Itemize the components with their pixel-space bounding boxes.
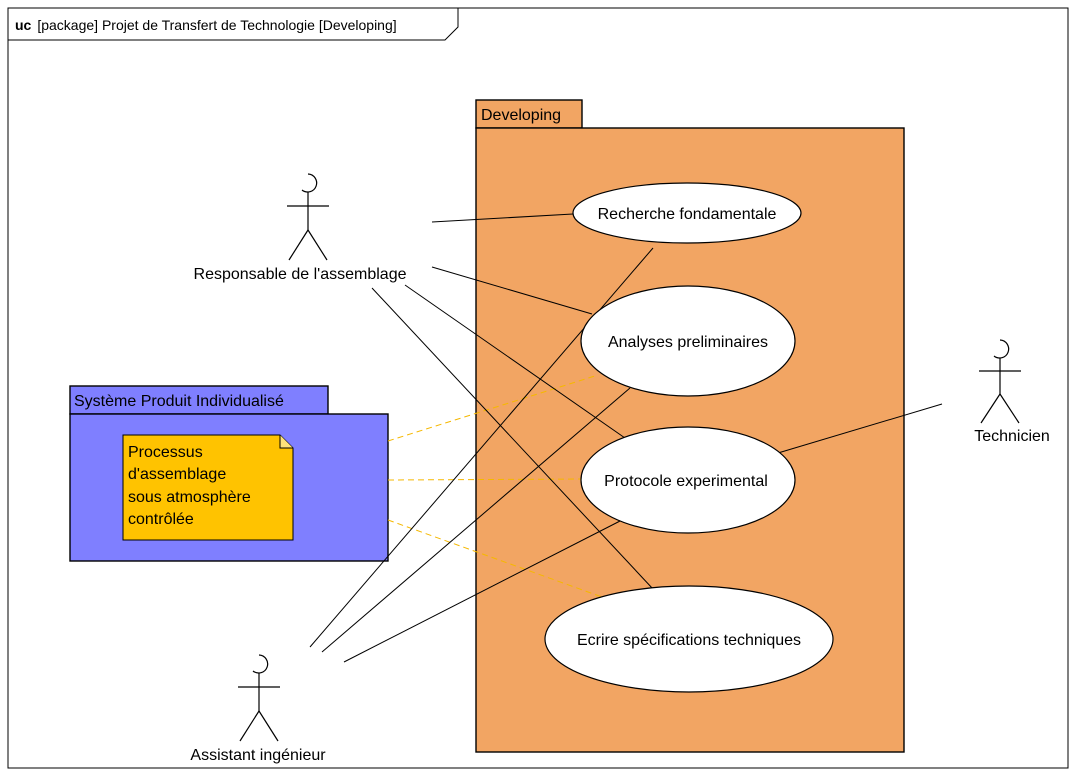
actor-technicien-label: Technicien bbox=[974, 428, 1050, 445]
dependency-link-protocole bbox=[387, 478, 586, 481]
association-responsable-protocole bbox=[404, 284, 626, 439]
note-line: d'assemblage bbox=[128, 466, 226, 483]
note-line: Processus bbox=[128, 444, 203, 461]
actor-head-icon bbox=[301, 173, 318, 193]
dependency-link-ecrire bbox=[387, 519, 603, 598]
frame-title: uc [package] Projet de Transfert de Techn… bbox=[15, 17, 397, 33]
actor-leg-right bbox=[307, 229, 328, 261]
association-responsable-recherche bbox=[431, 213, 574, 223]
frame-title-tab bbox=[8, 8, 459, 41]
note-fold-corner bbox=[279, 435, 293, 449]
note-element[interactable] bbox=[122, 434, 294, 541]
use-case-protocole-label: Protocole experimental bbox=[604, 473, 768, 490]
use-case-ecrire-label: Ecrire spécifications techniques bbox=[577, 632, 801, 649]
note-line: contrôlée bbox=[128, 511, 194, 528]
association-assistant-analyses bbox=[321, 387, 631, 653]
frame-keyword: uc bbox=[15, 17, 32, 33]
developing-package-label: Developing bbox=[481, 107, 561, 124]
use-case-ecrire[interactable] bbox=[544, 585, 834, 693]
use-case-protocole[interactable] bbox=[580, 426, 796, 534]
actor-leg-left bbox=[980, 393, 1001, 424]
association-responsable-analyses bbox=[431, 266, 593, 315]
association-assistant-protocole bbox=[343, 519, 623, 663]
actor-leg-right bbox=[258, 710, 279, 742]
actor-head-icon bbox=[252, 654, 269, 674]
use-case-recherche-label: Recherche fondamentale bbox=[598, 206, 777, 223]
association-technicien-protocole bbox=[777, 403, 943, 454]
note-line: sous atmosphère bbox=[128, 489, 251, 506]
actor-assistant-label: Assistant ingénieur bbox=[190, 747, 326, 764]
systeme-package-tab[interactable] bbox=[69, 385, 329, 415]
diagram-frame bbox=[7, 7, 1069, 769]
association-responsable-ecrire bbox=[371, 287, 654, 590]
frame-title-text: [package] Projet de Transfert de Technol… bbox=[37, 17, 396, 33]
actor-head-icon bbox=[993, 339, 1010, 359]
actor-responsable[interactable] bbox=[287, 173, 329, 261]
use-case-analyses-label: Analyses preliminaires bbox=[608, 334, 768, 351]
dependency-link-analyses bbox=[387, 374, 599, 442]
actor-responsable-label: Responsable de l'assemblage bbox=[194, 266, 407, 283]
actor-assistant[interactable] bbox=[238, 654, 280, 742]
note-text: Processus d'assemblage sous atmosphère c… bbox=[128, 444, 255, 528]
actor-leg-left bbox=[288, 229, 309, 261]
developing-package-tab[interactable] bbox=[475, 99, 583, 129]
actor-technicien[interactable] bbox=[979, 339, 1021, 424]
use-case-recherche[interactable] bbox=[572, 182, 802, 244]
use-case-analyses[interactable] bbox=[580, 285, 796, 397]
actor-leg-right bbox=[999, 393, 1020, 424]
actor-leg-left bbox=[239, 710, 260, 742]
systeme-package-label: Système Produit Individualisé bbox=[74, 393, 284, 410]
